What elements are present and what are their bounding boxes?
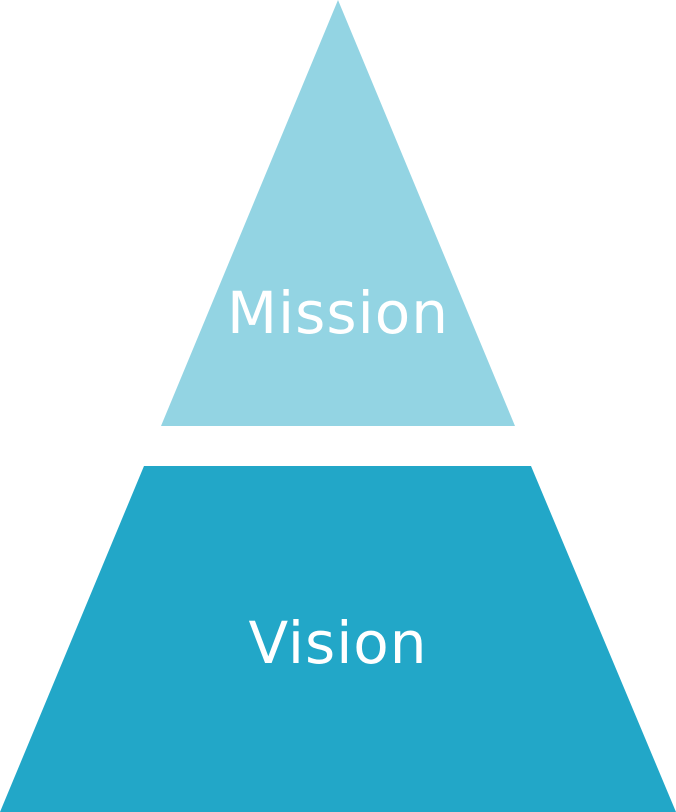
- mission-tier-label: Mission: [227, 279, 449, 347]
- vision-tier-label: Vision: [248, 609, 427, 677]
- mission-tier-triangle: [161, 0, 515, 426]
- vision-tier-trapezoid: [0, 466, 676, 812]
